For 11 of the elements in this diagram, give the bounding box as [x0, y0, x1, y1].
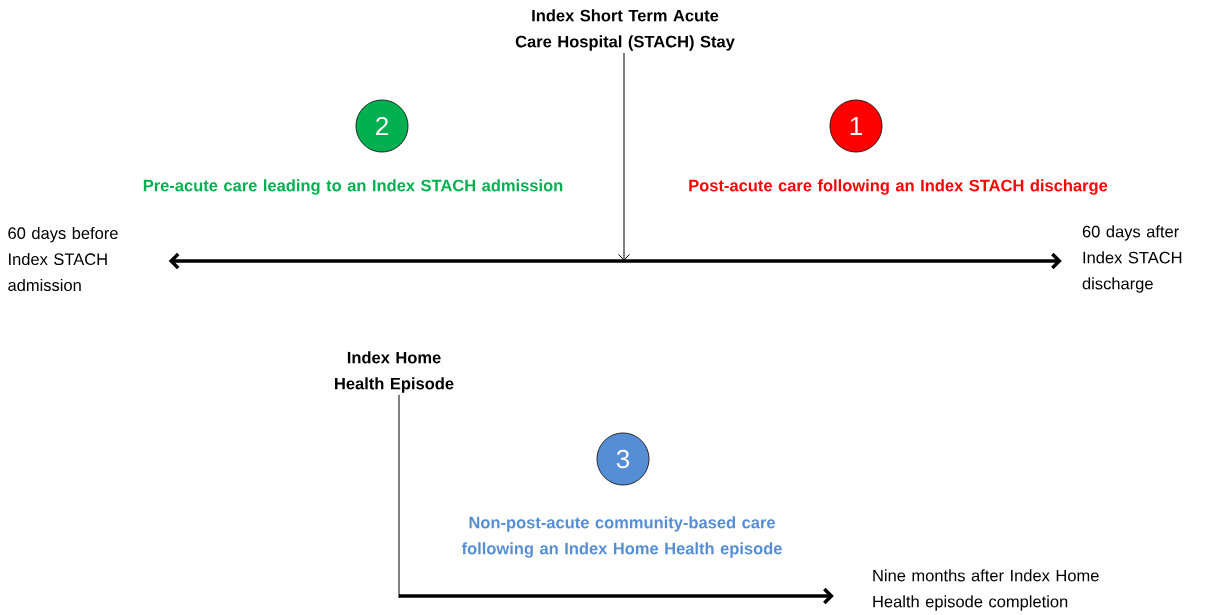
heading-text: Index Short Term Acute Care Hospital (STACH) Stay — [515, 9, 735, 51]
period-label: Non-post-acute community-based care following an Index Home Health episode — [461, 516, 782, 558]
endpoint-label: 60 days after Index STACH discharge — [1082, 225, 1182, 293]
heading-text: Index Home Health Episode — [335, 351, 454, 393]
period-label: Post-acute care following an Index STACH discharge — [689, 179, 1108, 195]
endpoint-label: Nine months after Index Home Health episode completion — [873, 569, 1099, 611]
arrow — [618, 52, 630, 261]
arrow — [399, 587, 834, 605]
endpoint-label: 60 days before Index STACH admission — [8, 226, 118, 292]
arrow — [168, 252, 1062, 270]
period-label: Pre-acute care leading to an Index STACH admission — [143, 179, 563, 195]
